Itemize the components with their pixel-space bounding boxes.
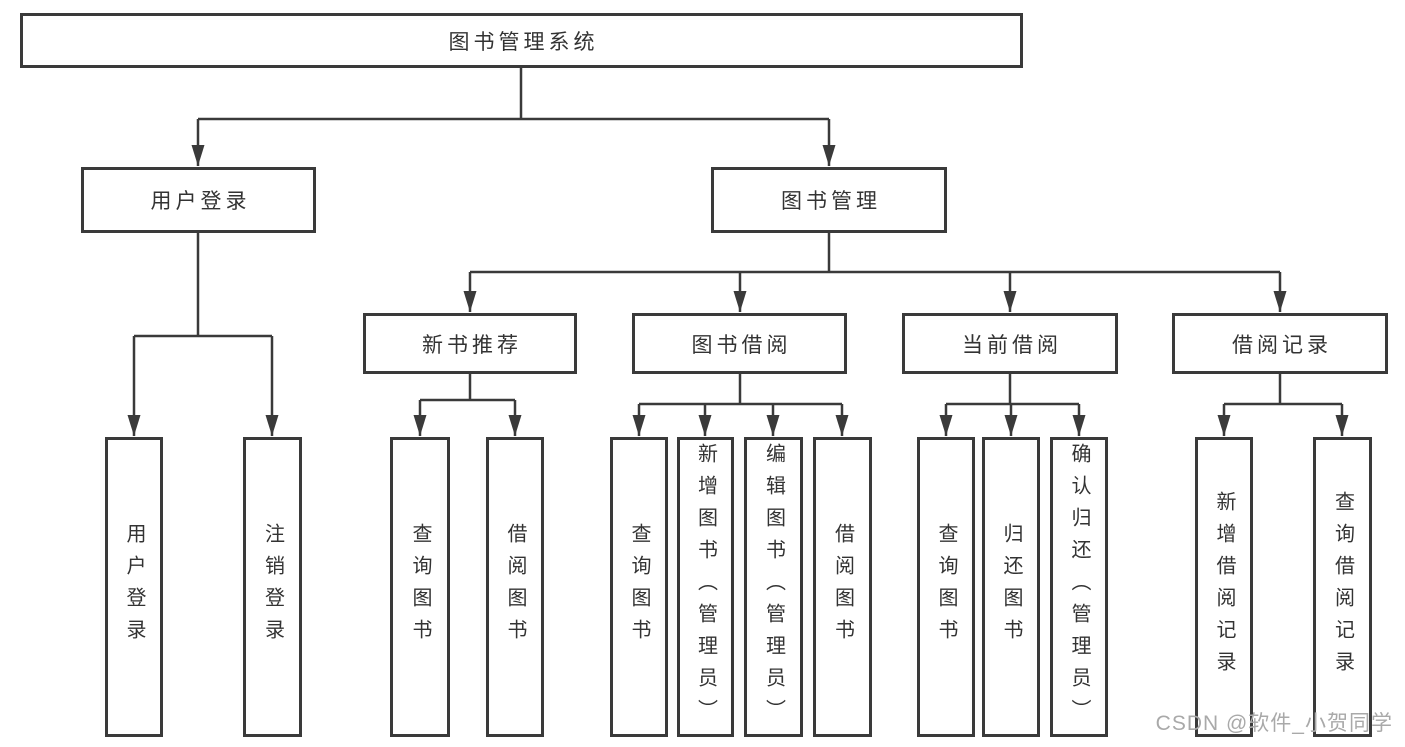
node-borrow-records: 借阅记录: [1172, 313, 1388, 374]
csdn-watermark: CSDN @软件_小贺同学: [1155, 712, 1393, 735]
leaf-borrow-books: 借阅图书: [813, 437, 872, 737]
node-book-borrow: 图书借阅: [632, 313, 847, 374]
leaf-return-books: 归还图书: [982, 437, 1040, 737]
leaf-confirm-return-admin: 确认归还（管理员）: [1050, 437, 1108, 737]
node-new-book-recommend: 新书推荐: [363, 313, 577, 374]
node-book-management: 图书管理: [711, 167, 947, 233]
leaf-add-books-admin: 新增图书（管理员）: [677, 437, 734, 737]
leaf-edit-books-admin: 编辑图书（管理员）: [744, 437, 803, 737]
node-current-borrow: 当前借阅: [902, 313, 1118, 374]
leaf-query-books-recommend: 查询图书: [390, 437, 450, 737]
node-library-management-system: 图书管理系统: [20, 13, 1023, 68]
leaf-query-borrow-record: 查询借阅记录: [1313, 437, 1372, 737]
leaf-add-borrow-record: 新增借阅记录: [1195, 437, 1253, 737]
leaf-borrow-books-recommend: 借阅图书: [486, 437, 544, 737]
leaf-query-books-borrow: 查询图书: [610, 437, 668, 737]
leaf-query-books-current: 查询图书: [917, 437, 975, 737]
leaf-user-login: 用户登录: [105, 437, 163, 737]
leaf-logout: 注销登录: [243, 437, 302, 737]
node-user-login: 用户登录: [81, 167, 316, 233]
